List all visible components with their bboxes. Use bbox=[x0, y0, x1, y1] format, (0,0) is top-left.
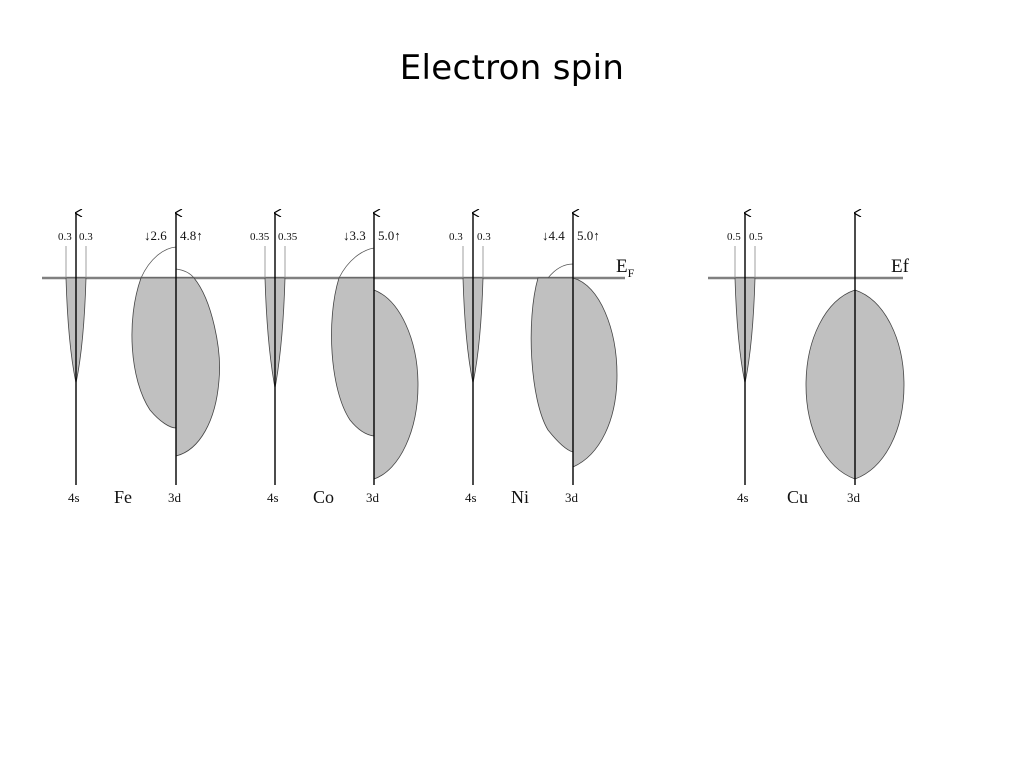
cu-3d-label: 3d bbox=[847, 490, 861, 505]
cu-4s-label: 4s bbox=[737, 490, 749, 505]
ni-3d-spin-down-value: ↓4.4 bbox=[542, 228, 565, 243]
fe-3d-label: 3d bbox=[168, 490, 182, 505]
cu-element-label: Cu bbox=[787, 487, 808, 507]
fe-4s-spin-up-value: 0.3 bbox=[79, 231, 93, 243]
fe-3d-spin-down-value: ↓2.6 bbox=[144, 228, 167, 243]
ni-4s-label: 4s bbox=[465, 490, 477, 505]
fe-3d-spin-up-band bbox=[175, 277, 220, 457]
slide-title: Electron spin bbox=[399, 48, 625, 88]
panel-ni: 0.3 0.3 ↓4.4 5.0↑ 4s Ni 3d bbox=[449, 213, 618, 507]
fe-element-label: Fe bbox=[114, 487, 132, 507]
fe-4s-spin-down-value: 0.3 bbox=[58, 231, 72, 243]
fe-3d-spin-up-value: 4.8↑ bbox=[180, 228, 203, 243]
ni-4s-spin-up-value: 0.3 bbox=[477, 231, 491, 243]
panel-cu: 0.5 0.5 4s Cu 3d bbox=[727, 213, 905, 507]
co-4s-label: 4s bbox=[267, 490, 279, 505]
ni-4s-outline bbox=[462, 246, 484, 278]
ni-3d-spin-up-band bbox=[572, 277, 618, 468]
fe-3d-above-fermi-outline bbox=[140, 246, 195, 279]
cu-4s-spin-up-value: 0.5 bbox=[749, 231, 763, 243]
ni-3d-spin-down-band bbox=[530, 277, 574, 453]
fe-4s-label: 4s bbox=[68, 490, 80, 505]
panel-fe: 0.3 0.3 ↓2.6 4.8↑ 4s Fe 3d bbox=[58, 213, 220, 507]
fermi-level-label-right: Ef bbox=[891, 256, 910, 277]
co-3d-spin-down-band bbox=[331, 277, 375, 437]
co-element-label: Co bbox=[313, 487, 334, 507]
co-3d-above-fermi-outline bbox=[338, 247, 375, 279]
co-3d-label: 3d bbox=[366, 490, 380, 505]
co-3d-spin-up-band bbox=[373, 289, 419, 480]
ni-element-label: Ni bbox=[511, 487, 529, 507]
co-4s-spin-up-value: 0.35 bbox=[278, 231, 298, 243]
fe-4s-outline bbox=[65, 246, 87, 278]
co-4s-spin-down-value: 0.35 bbox=[250, 231, 270, 243]
ni-4s-spin-down-value: 0.3 bbox=[449, 231, 463, 243]
co-4s-outline bbox=[264, 246, 286, 278]
cu-4s-outline bbox=[734, 246, 756, 278]
co-3d-spin-up-value: 5.0↑ bbox=[378, 228, 401, 243]
fermi-level-label-left: EF bbox=[616, 256, 635, 280]
panel-co: 0.35 0.35 ↓3.3 5.0↑ 4s Co 3d bbox=[250, 213, 419, 507]
cu-4s-spin-down-value: 0.5 bbox=[727, 231, 741, 243]
co-3d-spin-down-value: ↓3.3 bbox=[343, 228, 366, 243]
fe-3d-spin-down-band bbox=[131, 277, 177, 429]
ni-3d-label: 3d bbox=[565, 490, 579, 505]
ni-3d-spin-up-value: 5.0↑ bbox=[577, 228, 600, 243]
ni-3d-above-fermi-outline bbox=[547, 263, 574, 279]
